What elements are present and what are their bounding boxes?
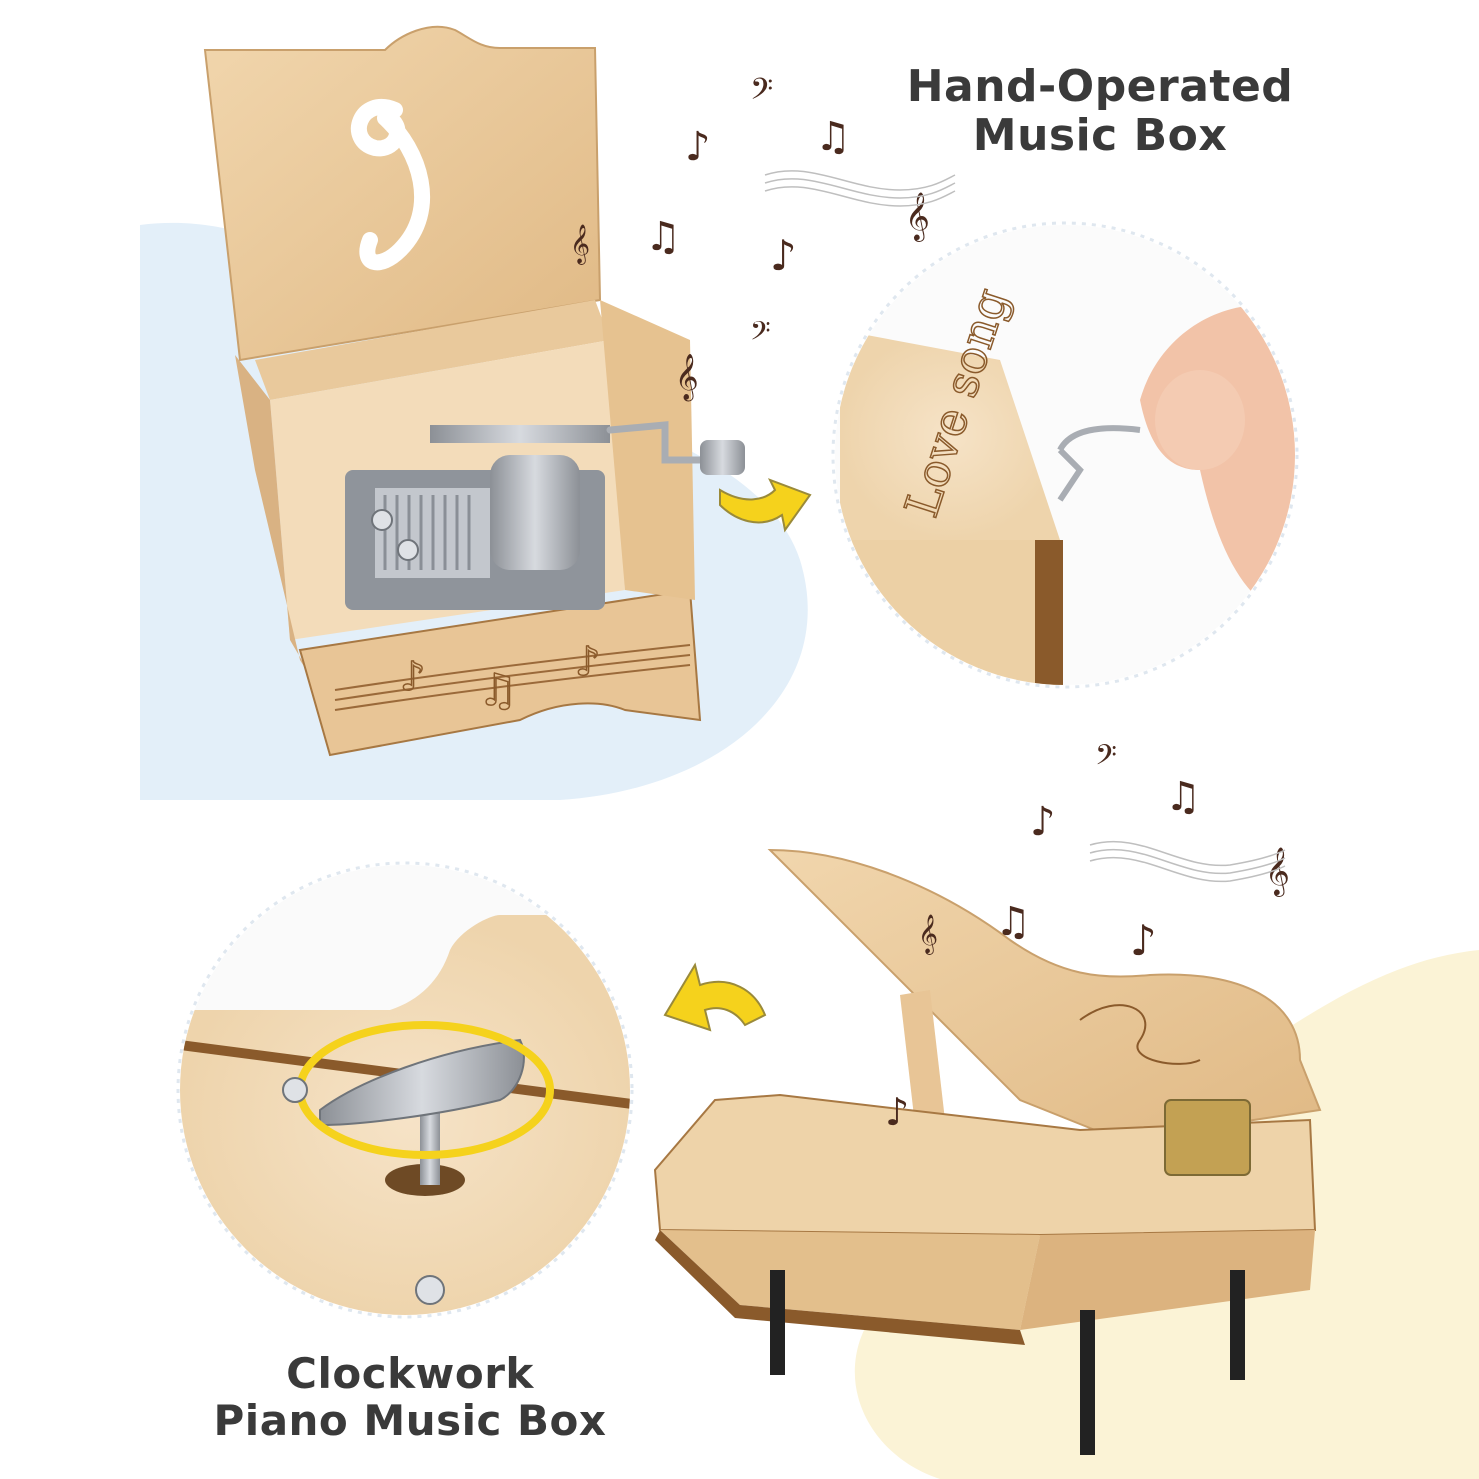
hand-operated-music-box: ♪ ♫ ♪	[203, 25, 812, 757]
clockwork-piano-music-box	[653, 848, 1322, 1455]
treble-clef-icon: 𝄞	[570, 224, 590, 265]
treble-clef-icon: 𝄞	[675, 354, 699, 402]
music-note-icon: ♪	[1130, 916, 1157, 965]
double-note-icon: ♫	[645, 214, 681, 260]
double-note-icon: ♫	[995, 899, 1031, 945]
bass-clef-icon: 𝄢	[1095, 739, 1117, 779]
treble-clef-icon: 𝄞	[918, 914, 938, 955]
music-note-icon: ♪	[770, 231, 797, 280]
treble-clef-icon	[350, 99, 431, 271]
clockwork-caption: Clockwork Piano Music Box	[190, 1350, 630, 1444]
rotate-arrow-icon	[663, 962, 767, 1032]
music-box-mechanism	[345, 425, 610, 610]
hand-operated-caption: Hand-Operated Music Box	[880, 62, 1320, 161]
crank-handle-icon	[606, 421, 745, 475]
music-note-icon: ♪	[400, 654, 426, 700]
clockwork-caption-line1: Clockwork	[286, 1349, 534, 1398]
music-note-icon: ♪	[1030, 799, 1056, 845]
crank-detail-circle: Love song	[831, 221, 1299, 689]
treble-clef-icon: 𝄞	[905, 191, 930, 242]
wind-up-key-detail-circle	[176, 861, 634, 1319]
hand-operated-caption-line1: Hand-Operated	[906, 61, 1294, 112]
double-note-icon: ♫	[1165, 774, 1201, 820]
rotate-arrow-icon	[719, 478, 812, 533]
music-note-icon: ♪	[885, 1090, 909, 1134]
bass-clef-icon: 𝄢	[750, 73, 773, 114]
double-note-icon: ♫	[815, 114, 851, 160]
bass-clef-icon: 𝄢	[750, 315, 771, 353]
hand-operated-caption-line2: Music Box	[972, 110, 1228, 162]
double-note-icon: ♫	[478, 665, 517, 716]
music-note-icon: ♪	[575, 639, 601, 685]
wind-up-key-icon	[319, 1038, 525, 1185]
treble-clef-icon	[1079, 1004, 1201, 1065]
music-note-icon: ♪	[685, 124, 711, 170]
clockwork-caption-line2: Piano Music Box	[213, 1396, 607, 1446]
